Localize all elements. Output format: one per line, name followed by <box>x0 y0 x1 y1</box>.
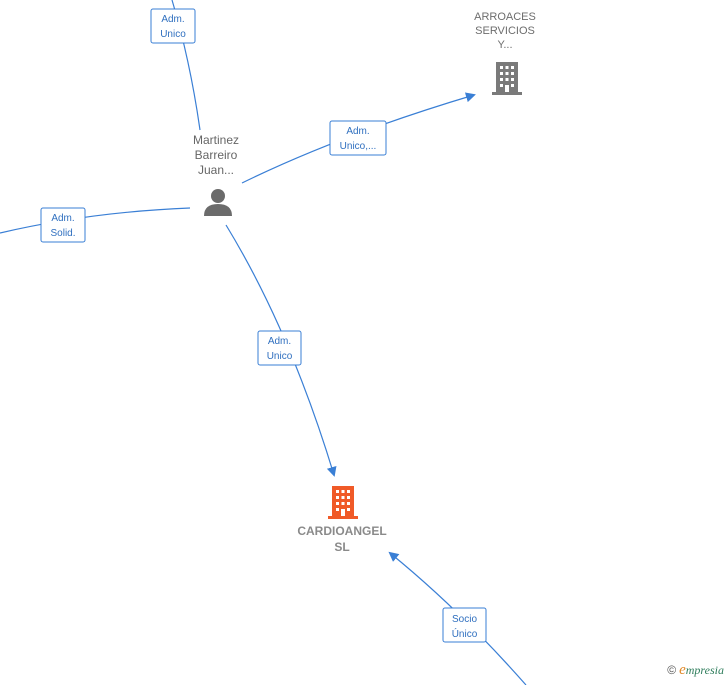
brand-name: mpresia <box>685 663 724 677</box>
edge-label-bottom[interactable]: Socio Único <box>442 607 487 643</box>
copyright-symbol: © <box>667 663 677 677</box>
svg-text:Adm.: Adm. <box>268 336 291 347</box>
cardioangel-name-line-1: CARDIOANGEL <box>297 524 387 538</box>
person-node-label[interactable]: Martinez Barreiro Juan... <box>176 133 256 178</box>
svg-text:Solid.: Solid. <box>50 228 75 239</box>
cardioangel-name-line-2: SL <box>334 540 350 554</box>
person-name-line-1: Martinez <box>192 133 239 147</box>
svg-text:Unico: Unico <box>267 351 293 362</box>
footer-credit: ©empresia <box>667 662 724 679</box>
edge-label-to-cardioangel[interactable]: Adm. Unico <box>257 330 302 366</box>
svg-text:Unico,...: Unico,... <box>340 141 377 152</box>
svg-text:Adm.: Adm. <box>161 14 184 25</box>
arroaces-name-line-3: Y... <box>497 39 513 51</box>
edge-label-left[interactable]: Adm. Solid. <box>40 207 86 243</box>
arroaces-name-line-1: ARROACES <box>474 11 536 23</box>
edge-label-top[interactable]: Adm. Unico <box>150 8 196 44</box>
arroaces-building-icon[interactable] <box>492 62 522 95</box>
person-name-line-3: Juan... <box>197 163 235 177</box>
person-icon[interactable] <box>204 189 232 216</box>
arroaces-node-label[interactable]: ARROACES SERVICIOS Y... <box>455 10 555 52</box>
svg-text:Adm.: Adm. <box>346 126 369 137</box>
brand-initial: e <box>679 662 686 678</box>
edge-left <box>0 207 191 234</box>
edge-label-to-arroaces[interactable]: Adm. Unico,... <box>329 120 387 156</box>
svg-text:Adm.: Adm. <box>51 213 74 224</box>
person-name-line-2: Barreiro <box>194 148 238 162</box>
cardioangel-building-icon[interactable] <box>328 486 358 519</box>
svg-text:Único: Único <box>452 627 478 640</box>
cardioangel-node-label[interactable]: CARDIOANGEL SL <box>283 523 401 555</box>
svg-text:Socio: Socio <box>452 614 477 625</box>
svg-text:Unico: Unico <box>160 29 186 40</box>
arroaces-name-line-2: SERVICIOS <box>475 25 535 37</box>
